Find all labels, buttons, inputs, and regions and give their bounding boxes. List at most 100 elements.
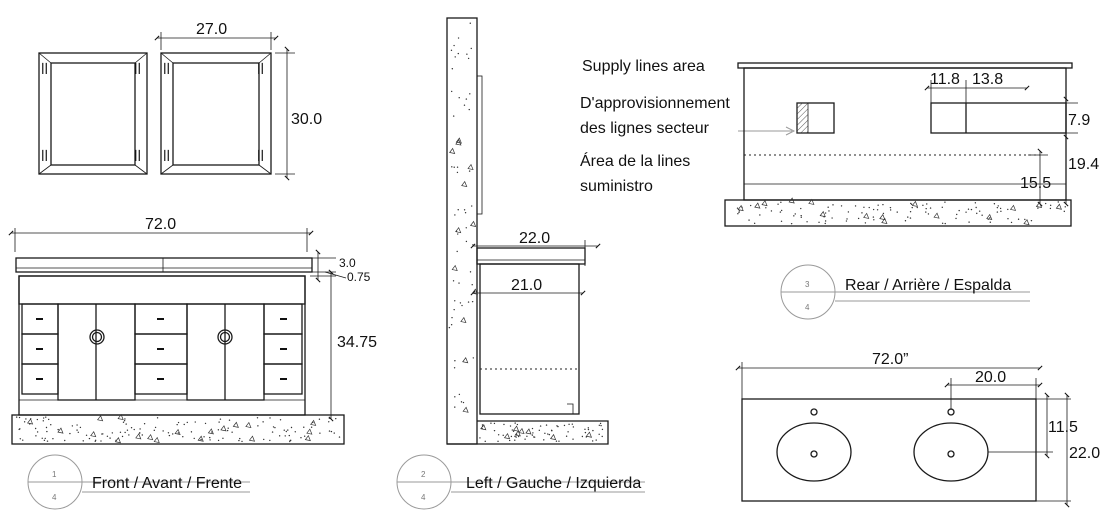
aggregate-dot [262,421,264,423]
aggregate-mark [480,424,487,431]
aggregate-dot [468,170,471,172]
aggregate-dot [777,203,779,205]
aggregate-dot [312,421,314,424]
sheet-number: 4 [52,493,57,502]
aggregate-dot [511,429,514,431]
aggregate-dot [823,216,825,218]
aggregate-dot [25,418,27,420]
aggregate-dot [863,206,865,208]
aggregate-dot [471,300,474,303]
aggregate-dot [749,204,752,207]
rear-width-2-text: 13.8 [972,71,1003,88]
aggregate-dot [119,431,122,433]
aggregate-mark [455,137,462,144]
aggregate-dot [572,426,575,428]
aggregate-dot [42,420,45,422]
rear-height-1-text: 7.9 [1068,112,1090,129]
plan-sink-depth-text: 11.5 [1048,419,1078,436]
aggregate-dot [567,431,569,433]
door-width-dimension: 27.0 [154,21,279,50]
aggregate-dot [100,440,102,442]
aggregate-dot [156,417,159,419]
aggregate-dot [124,418,126,420]
aggregate-dot [465,98,468,100]
rear-width-1-text: 11.8 [930,71,960,88]
aggregate-dot [974,202,977,204]
aggregate-dot [968,221,970,223]
aggregate-dot [510,435,513,438]
aggregate-dot [965,211,967,213]
aggregate-mark [819,210,826,218]
aggregate-dot [34,427,37,430]
aggregate-dot [770,210,773,212]
aggregate-dot [581,435,584,438]
aggregate-dot [909,211,912,213]
supply-lines-note: Supply lines area D'approvisionnement de… [580,58,796,195]
aggregate-dot [177,421,180,424]
aggregate-dot [76,429,78,431]
rear-height-3-text: 15.5 [1020,175,1051,192]
aggregate-mark [232,421,239,428]
aggregate-dot [806,221,808,223]
door-height-dimension: 30.0 [275,46,322,181]
aggregate-dot [328,417,331,420]
aggregate-dot [941,222,944,225]
aggregate-dot [845,220,848,222]
plan-view: 72.0” 20.0 11.5 22.0 [735,351,1100,508]
aggregate-dot [209,436,211,439]
aggregate-mark [461,180,468,188]
aggregate-mark [460,316,467,324]
aggregate-mark [117,413,124,421]
aggregate-dot [975,206,977,209]
aggregate-dot [550,429,553,432]
aggregate-dot [1000,210,1002,213]
aggregate-dot [452,280,455,282]
aggregate-dot [846,218,848,220]
aggregate-dot [453,367,456,369]
aggregate-dot [138,432,141,434]
aggregate-dot [601,428,604,431]
plan-depth-text: 22.0 [1069,445,1100,462]
aggregate-dot [993,203,996,205]
aggregate-dot [52,437,54,440]
aggregate-mark [304,434,311,442]
aggregate-dot [458,282,460,284]
aggregate-dot [531,434,534,436]
aggregate-dot [463,209,466,211]
aggregate-dot [889,206,892,209]
hinge-mark: ꟾꟾ [257,62,264,77]
aggregate-dot [217,439,220,442]
aggregate-dot [46,440,49,442]
view-title: Rear / Arrière / Espalda [845,277,1011,294]
aggregate-dot [176,423,178,426]
aggregate-dot [854,205,857,207]
aggregate-dot [139,428,141,430]
aggregate-dot [76,424,78,426]
aggregate-mark [306,428,313,435]
aggregate-dot [464,212,467,214]
aggregate-dot [278,435,281,437]
aggregate-dot [182,436,184,438]
aggregate-dot [47,418,50,421]
aggregate-mark [585,431,593,438]
aggregate-dot [274,426,276,429]
aggregate-mark [788,197,795,204]
aggregate-dot [944,222,946,225]
aggregate-dot [514,435,516,438]
aggregate-dot [989,217,991,219]
aggregate-dot [876,209,879,211]
aggregate-mark [114,437,122,444]
aggregate-dot [469,22,471,24]
aggregate-dot [526,435,528,437]
aggregate-dot [451,166,453,168]
aggregate-dot [457,37,460,39]
aggregate-dot [531,427,534,430]
aggregate-mark [455,226,462,234]
aggregate-mark [1009,204,1017,211]
aggregate-dot [42,417,45,419]
door-height-text: 30.0 [291,111,322,128]
view-callout-left: 2 4 Left / Gauche / Izquierda [396,454,645,510]
aggregate-mark [248,435,256,442]
aggregate-mark [514,430,521,437]
aggregate-dot [22,439,24,441]
